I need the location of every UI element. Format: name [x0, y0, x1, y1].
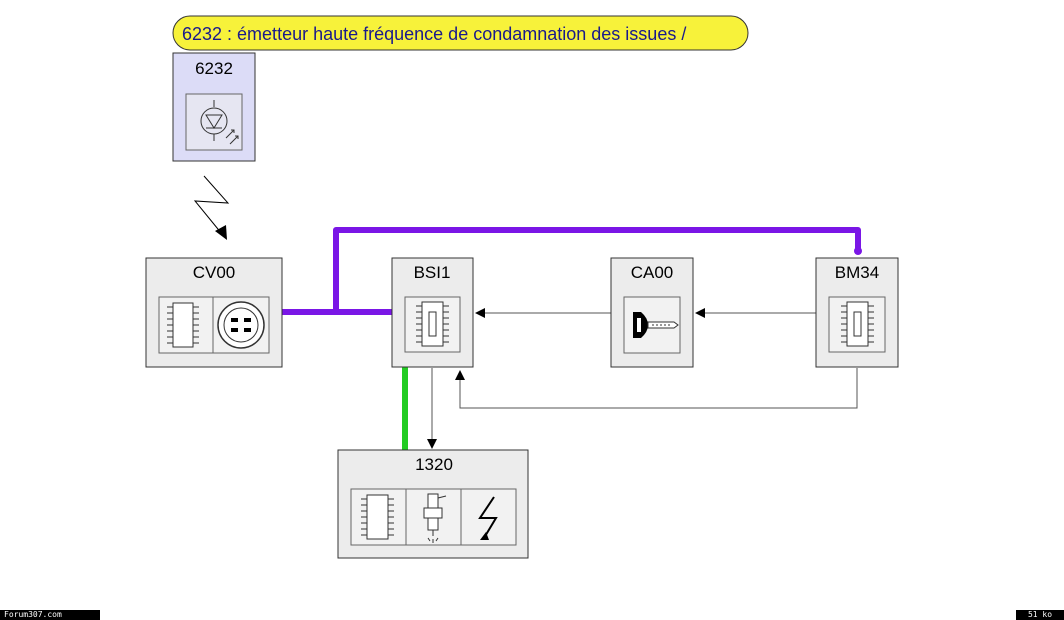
signal-wires: [427, 308, 858, 449]
component-1320[interactable]: 1320: [337, 449, 529, 559]
injector-icon: [405, 488, 462, 546]
ecu-chip-icon: [404, 296, 461, 353]
component-6232[interactable]: 6232: [172, 52, 256, 162]
component-bsi1[interactable]: BSI1: [391, 257, 474, 368]
rf-signal-icon: [193, 175, 230, 240]
component-ca00[interactable]: CA00: [610, 257, 694, 368]
rf-emitter-icon: [185, 93, 243, 151]
component-bsi1-label: BSI1: [414, 263, 451, 282]
component-cv00[interactable]: CV00: [145, 257, 283, 368]
component-6232-label: 6232: [195, 59, 233, 78]
footer-site-credit: Forum307.com: [0, 610, 100, 620]
component-bm34-label: BM34: [835, 263, 879, 282]
component-1320-label: 1320: [415, 455, 453, 474]
diagram-title-text: 6232 : émetteur haute fréquence de conda…: [182, 24, 686, 44]
switch-control-icon: [212, 296, 270, 354]
ignition-key-icon: [623, 296, 681, 354]
can-bus-wire: [278, 227, 862, 315]
ecu-chip-icon: [158, 296, 214, 354]
footer-file-size: 51 ko: [1016, 610, 1064, 620]
component-cv00-label: CV00: [193, 263, 236, 282]
component-ca00-label: CA00: [631, 263, 674, 282]
spark-icon: [460, 488, 517, 546]
ecu-chip-icon: [828, 296, 886, 353]
diagram-title: 6232 : émetteur haute fréquence de conda…: [172, 15, 749, 51]
ecu-chip-icon: [350, 488, 407, 546]
component-bm34[interactable]: BM34: [815, 257, 899, 368]
